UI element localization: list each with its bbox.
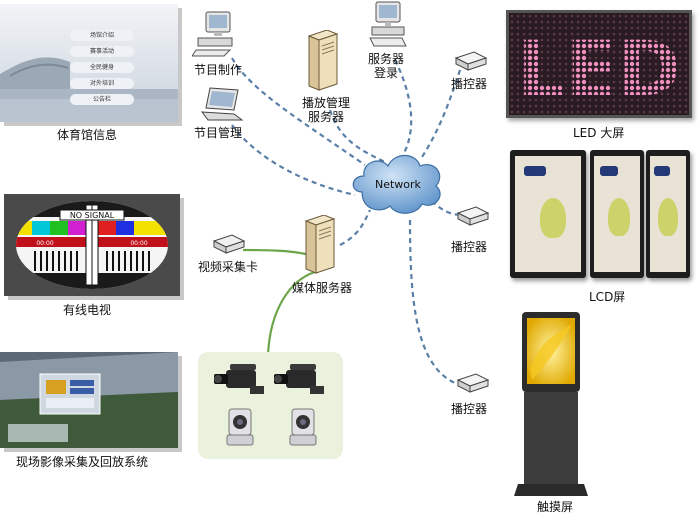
touch-screen-label: 触摸屏: [537, 500, 574, 514]
media-server-label: 媒体服务器: [292, 281, 353, 295]
lcd-screen-label: LCD屏: [589, 290, 626, 304]
desktop-computer-icon[interactable]: [192, 10, 240, 58]
laptop-icon[interactable]: [200, 86, 244, 124]
led-screen-label: LED 大屏: [573, 126, 625, 140]
no-signal-text: NO SIGNAL: [70, 211, 115, 220]
led-screen[interactable]: LED: [506, 10, 692, 118]
lcd-screen-group: [510, 150, 692, 282]
lcd-panel[interactable]: [646, 150, 690, 278]
touch-screen-kiosk[interactable]: [510, 310, 590, 498]
player-2-label: 播控器: [451, 240, 488, 254]
link-player-1: [419, 69, 462, 161]
player-box-icon[interactable]: [456, 372, 490, 396]
lcd-panel[interactable]: [510, 150, 586, 278]
lcd-panel[interactable]: [590, 150, 644, 278]
program-manage-label: 节目管理: [194, 126, 243, 140]
camera-group: [198, 352, 343, 459]
right-time: 00:00: [130, 240, 147, 247]
menu-item[interactable]: 赛事活动: [70, 46, 134, 57]
desktop-computer-icon[interactable]: [368, 0, 408, 50]
camcorder-icon[interactable]: [272, 360, 328, 400]
link-capture-card: [242, 248, 311, 257]
player-1-label: 播控器: [451, 77, 488, 91]
player-box-icon[interactable]: [454, 50, 488, 74]
link-player-3: [408, 219, 461, 387]
server-login-label: 服务器 登录: [367, 52, 404, 80]
menu-item[interactable]: 公告栏: [70, 94, 134, 105]
link-server-login: [394, 59, 413, 161]
led-display: LED: [509, 13, 689, 115]
link-cameras: [266, 270, 316, 356]
ptz-camera-icon[interactable]: [223, 405, 257, 447]
camcorder-icon[interactable]: [212, 360, 268, 400]
server-tower-icon[interactable]: [302, 215, 336, 275]
link-program-make: [231, 57, 366, 166]
stadium-menu: 场馆介绍 赛事活动 全民健身 对外培训 公告栏: [70, 30, 134, 110]
stadium-info-label: 体育馆信息: [57, 128, 118, 142]
stadium-broadcast-image: [0, 352, 178, 448]
link-playback-server: [328, 109, 386, 163]
live-capture-label: 现场影像采集及回放系统: [16, 455, 149, 469]
menu-item[interactable]: 场馆介绍: [70, 30, 134, 41]
no-signal-test-card: NO SIGNAL 00:00 00:00: [16, 201, 168, 289]
network-label: Network: [375, 178, 421, 191]
cable-tv-label: 有线电视: [63, 303, 112, 317]
menu-item[interactable]: 对外培训: [70, 78, 134, 89]
menu-item[interactable]: 全民健身: [70, 62, 134, 73]
player-box-icon[interactable]: [456, 205, 490, 229]
link-program-manage: [231, 124, 356, 197]
live-capture-panel[interactable]: [0, 352, 178, 448]
led-text: LED: [517, 24, 680, 113]
playback-server-label: 播放管理 服务器: [301, 96, 350, 124]
capture-card-icon[interactable]: [212, 233, 246, 255]
link-media-server: [339, 209, 371, 246]
server-tower-icon[interactable]: [305, 30, 339, 92]
left-time: 00:00: [36, 240, 53, 247]
capture-card-label: 视频采集卡: [198, 260, 259, 274]
ptz-camera-icon[interactable]: [286, 405, 320, 447]
program-make-label: 节目制作: [194, 63, 243, 77]
network-cloud-icon: [352, 154, 441, 214]
player-3-label: 播控器: [451, 402, 488, 416]
